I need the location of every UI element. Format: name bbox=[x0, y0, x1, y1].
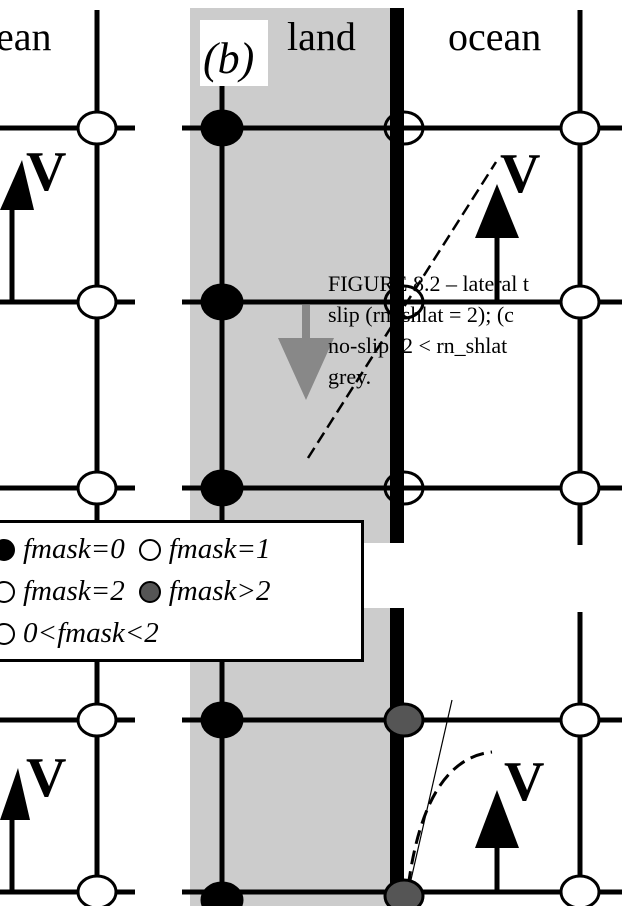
white-dot-icon bbox=[0, 580, 15, 603]
grey-dot-icon bbox=[138, 580, 161, 603]
fmask-1-node bbox=[559, 284, 601, 320]
fmask-1-node bbox=[559, 470, 601, 506]
caption-line: grey. bbox=[328, 364, 372, 389]
grey-arrow bbox=[278, 305, 334, 400]
fmask-legend: fmask=0 fmask=1 fmask=2 fmask>2 0<fmask<… bbox=[0, 520, 364, 662]
left-panel-grid bbox=[0, 10, 135, 906]
panel-label: (b) bbox=[203, 34, 254, 83]
legend-row: fmask=0 fmask=1 bbox=[0, 533, 270, 566]
legend-row: fmask=2 fmask>2 bbox=[0, 575, 270, 608]
velocity-label: V bbox=[26, 141, 66, 203]
fmask-0-node bbox=[200, 283, 244, 321]
black-dot-icon bbox=[0, 538, 15, 561]
velocity-label: V bbox=[504, 751, 544, 813]
fmask-1-node bbox=[76, 470, 118, 506]
legend-entry: fmask=2 bbox=[23, 575, 125, 607]
coast-node bbox=[383, 284, 425, 320]
legend-entry: fmask>2 bbox=[168, 575, 271, 607]
fmask-1-node bbox=[559, 110, 601, 146]
legend-entry: 0<fmask<2 bbox=[23, 617, 159, 649]
legend-row: 0<fmask<2 bbox=[0, 617, 159, 650]
legend-entry: fmask=0 bbox=[23, 533, 125, 565]
velocity-arrows bbox=[0, 160, 519, 892]
coast-node bbox=[383, 470, 425, 506]
caption-line: slip (rn_shlat = 2); (c bbox=[328, 302, 514, 327]
panel-label-box bbox=[200, 20, 268, 86]
left-ocean-label: ean bbox=[0, 14, 52, 59]
coast-node bbox=[383, 110, 425, 146]
fmask-gt2-node bbox=[383, 702, 425, 738]
fmask-1-node bbox=[76, 702, 118, 738]
grid-nodes bbox=[76, 109, 601, 906]
coastline-wall-bottom bbox=[390, 608, 404, 906]
velocity-label: V bbox=[26, 747, 66, 809]
right-ocean-label: ocean bbox=[448, 14, 541, 59]
fmask-1-node bbox=[76, 110, 118, 146]
velocity-label: V bbox=[500, 143, 540, 205]
velocity-profile-top bbox=[306, 161, 498, 459]
fmask-1-node bbox=[76, 874, 118, 906]
fmask-1-node bbox=[559, 702, 601, 738]
white-dot-icon bbox=[138, 538, 161, 561]
white-dot-icon bbox=[0, 622, 15, 645]
fmask-0-node bbox=[200, 881, 244, 906]
fmask-0-node bbox=[200, 469, 244, 507]
caption-line: no-slip (2 < rn_shlat bbox=[328, 333, 508, 358]
legend-entry: fmask=1 bbox=[168, 533, 271, 565]
figure-caption: FIGURE 8.2 – lateral t slip (rn_shlat = … bbox=[328, 268, 622, 392]
caption-line: FIGURE 8.2 – lateral t bbox=[328, 271, 530, 296]
fmask-1-node bbox=[76, 284, 118, 320]
fmask-0-node bbox=[200, 109, 244, 147]
fmask-0-node bbox=[200, 701, 244, 739]
land-label: land bbox=[287, 14, 356, 59]
fmask-gt2-node bbox=[383, 878, 425, 906]
velocity-profile-bottom bbox=[404, 699, 493, 906]
fmask-1-node bbox=[559, 874, 601, 906]
